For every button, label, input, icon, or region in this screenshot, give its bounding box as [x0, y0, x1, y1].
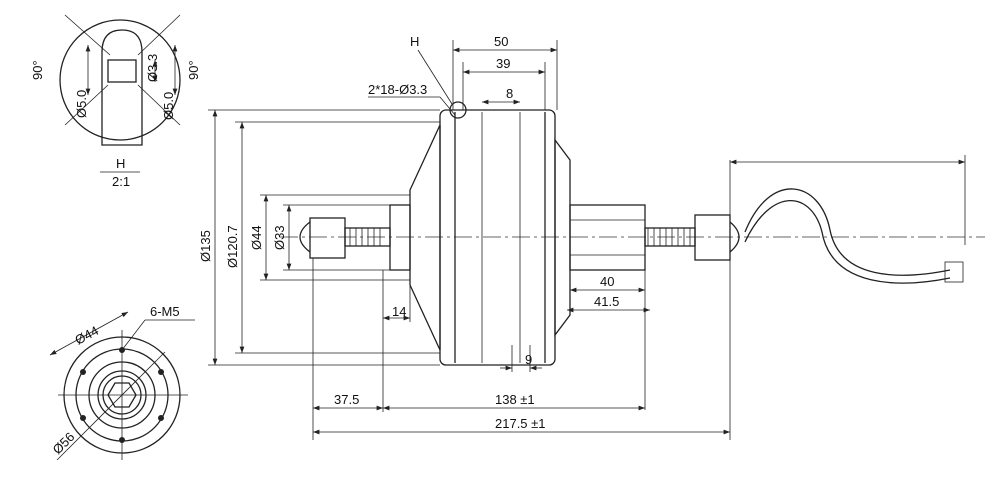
- dim-8: 8: [506, 86, 513, 101]
- detail-dia-left: Ø5.0: [74, 90, 89, 118]
- dim-40: 40: [600, 274, 614, 289]
- detail-label: H: [116, 156, 125, 171]
- detail-view-h: 90° 90° Ø5.0 Ø3.3 Ø5.0 H 2:1: [30, 14, 201, 189]
- detail-angle-left: 90°: [30, 60, 45, 80]
- holes-note: 2*18-Ø3.3: [368, 82, 427, 97]
- dim-dia-135: Ø135: [198, 230, 213, 262]
- detail-dia-right: Ø5.0: [161, 92, 176, 120]
- dim-138: 138 ±1: [495, 392, 535, 407]
- motor-side-view: [280, 101, 985, 366]
- h-marker: H: [410, 34, 419, 49]
- dim-14: 14: [392, 304, 406, 319]
- dim-217-5: 217.5 ±1: [495, 416, 546, 431]
- dim-50: 50: [494, 34, 508, 49]
- end-view-outer: Ø56: [50, 429, 78, 457]
- detail-scale: 2:1: [112, 174, 130, 189]
- detail-dia-hole: Ø3.3: [145, 54, 160, 82]
- detail-angle-right: 90°: [186, 60, 201, 80]
- dim-39: 39: [496, 56, 510, 71]
- end-view-bolt-circle: Ø44: [72, 323, 101, 348]
- dim-dia-33: Ø33: [272, 225, 287, 250]
- dim-37-5: 37.5: [334, 392, 359, 407]
- dim-dia-44: Ø44: [249, 225, 264, 250]
- dimensions: 50 39 8 H 2*18-Ø3.3 Ø135 Ø120.7 Ø44 Ø33 …: [198, 34, 966, 440]
- end-view-holes: 6-M5: [150, 304, 180, 319]
- dim-41-5: 41.5: [594, 294, 619, 309]
- end-view: Ø44 6-M5 Ø56: [50, 304, 195, 461]
- dim-9: 9: [525, 352, 532, 367]
- dim-dia-120-7: Ø120.7: [225, 225, 240, 268]
